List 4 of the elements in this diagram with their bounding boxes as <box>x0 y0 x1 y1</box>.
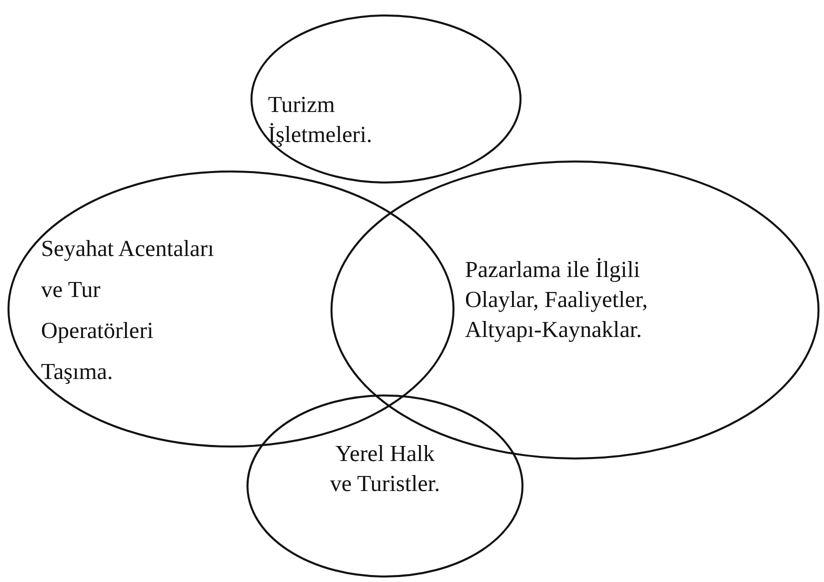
ellipse-label: Yerel Halk ve Turistler. <box>329 440 441 498</box>
ellipse-label: Pazarlama ile İlgili Olaylar, Faaliyetler, Altyapı-Kaynaklar. <box>465 256 649 344</box>
ellipse-label: Seyahat Acentaları ve Tur Operatörleri Taşıma. <box>41 235 216 386</box>
ellipse-label: Turizm İşletmeleri. <box>268 91 374 149</box>
